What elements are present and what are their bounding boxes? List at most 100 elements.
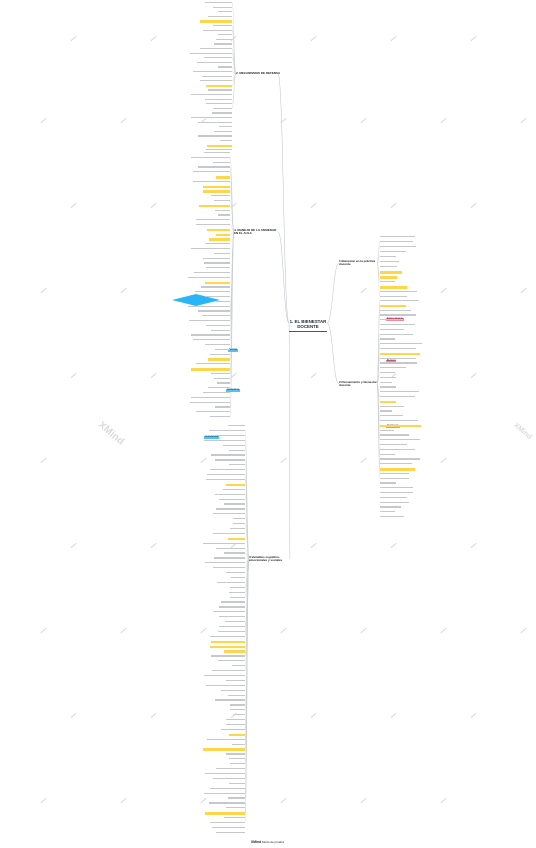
subtopic-placeholder	[204, 262, 230, 264]
branch-variables[interactable]: 3.Variables cognitivo-emocionales y soci…	[249, 555, 283, 563]
subtopic-placeholder	[194, 272, 230, 274]
subtopic-placeholder	[210, 821, 245, 824]
subtopic-placeholder	[380, 396, 415, 398]
subtopic-placeholder	[230, 709, 245, 711]
connector	[326, 262, 340, 324]
subtopic-placeholder	[206, 324, 230, 327]
connector	[244, 558, 250, 637]
subtopic-placeholder	[209, 802, 245, 804]
subtopic-placeholder	[380, 319, 403, 321]
subtopic-placeholder	[211, 372, 230, 375]
subtopic-placeholder	[380, 304, 407, 308]
subtopic-placeholder	[230, 527, 245, 530]
subtopic-placeholder	[222, 488, 245, 490]
subtopic-placeholder	[225, 719, 245, 721]
subtopic-placeholder	[207, 474, 245, 476]
tag-autoestima[interactable]: Autoestima	[226, 388, 240, 392]
subtopic-placeholder	[210, 353, 230, 355]
central-topic[interactable]: 1. EL BIENESTAR DOCENTE	[289, 317, 327, 332]
subtopic-placeholder	[214, 43, 232, 45]
subtopic-placeholder	[380, 236, 415, 238]
subtopic-placeholder	[213, 130, 232, 133]
subtopic-placeholder	[205, 98, 232, 100]
subtopic-placeholder	[380, 463, 413, 465]
subtopic-placeholder	[214, 557, 245, 559]
subtopic-placeholder	[380, 352, 420, 356]
branch-mecanismos[interactable]: 2. MECANISMOS DE DEFENSA	[236, 71, 281, 75]
connector	[244, 558, 250, 823]
subtopic-placeholder	[207, 15, 232, 18]
subtopic-placeholder	[214, 459, 245, 461]
subtopic-placeholder	[228, 733, 245, 737]
subtopic-placeholder	[217, 214, 230, 216]
subtopic-placeholder	[216, 831, 245, 833]
subtopic-placeholder	[380, 362, 418, 364]
subtopic-placeholder	[380, 472, 410, 475]
subtopic-placeholder	[217, 581, 245, 584]
subtopic-placeholder	[189, 401, 230, 403]
subtopic-placeholder	[211, 655, 245, 657]
subtopic-placeholder	[190, 52, 232, 54]
subtopic-placeholder	[189, 320, 230, 322]
subtopic-placeholder	[203, 542, 245, 544]
subtopic-placeholder	[380, 296, 408, 298]
subtopic-placeholder	[190, 368, 230, 371]
subtopic-placeholder	[225, 807, 245, 809]
subtopic-placeholder	[213, 200, 230, 202]
subtopic-placeholder	[380, 400, 396, 404]
connector	[326, 322, 340, 385]
footer-text: Modo de prueba	[262, 840, 284, 844]
subtopic-placeholder	[380, 276, 398, 279]
subtopic-placeholder	[215, 547, 245, 549]
subtopic-placeholder	[380, 251, 407, 253]
subtopic-placeholder	[227, 537, 245, 541]
subtopic-placeholder	[195, 219, 230, 221]
subtopic-placeholder	[200, 80, 232, 82]
subtopic-placeholder	[197, 310, 230, 312]
subtopic-placeholder	[193, 71, 232, 73]
subtopic-placeholder	[218, 630, 245, 633]
subtopic-placeholder	[380, 328, 404, 331]
connector	[376, 372, 381, 385]
subtopic-placeholder	[208, 358, 230, 361]
tag-sentido[interactable]: Sentido	[228, 348, 239, 352]
subtopic-placeholder	[203, 792, 245, 794]
subtopic-placeholder	[219, 126, 232, 128]
subtopic-placeholder	[203, 185, 230, 189]
subtopic-placeholder	[380, 271, 403, 274]
subtopic-placeholder	[211, 195, 230, 197]
subtopic-placeholder	[213, 161, 230, 163]
branch-manejo-ansiedad[interactable]: 4. MANEJO DE LA ANSIEDAD EN EL AULA	[234, 228, 277, 236]
tag-burnout[interactable]: Burnout	[386, 359, 397, 363]
subtopic-placeholder	[219, 606, 245, 608]
subtopic-placeholder	[198, 166, 230, 168]
subtopic-placeholder	[212, 532, 245, 535]
subtopic-placeholder	[219, 498, 245, 500]
subtopic-placeholder	[380, 501, 409, 503]
subtopic-placeholder	[204, 562, 245, 564]
subtopic-placeholder	[380, 415, 403, 417]
subtopic-placeholder	[225, 621, 245, 623]
subtopic-placeholder	[204, 772, 245, 775]
branch-pensamiento[interactable]: 2.Pensamiento y bienestar docente	[339, 380, 377, 388]
tag-autoeficacia[interactable]: Autoeficacia	[204, 435, 220, 439]
subtopic-placeholder	[199, 204, 230, 208]
connector	[277, 231, 290, 324]
subtopic-placeholder	[204, 674, 245, 677]
subtopic-placeholder	[218, 34, 232, 36]
subtopic-placeholder	[204, 243, 230, 245]
connector	[231, 30, 237, 75]
subtopic-placeholder	[213, 513, 245, 515]
subtopic-placeholder	[380, 241, 413, 243]
subtopic-placeholder	[214, 252, 230, 255]
subtopic-placeholder	[191, 396, 230, 399]
subtopic-placeholder	[200, 20, 232, 23]
subtopic-placeholder	[199, 48, 232, 50]
connector	[229, 200, 235, 233]
subtopic-placeholder	[232, 714, 245, 716]
branch-bienestar-practica[interactable]: 1.Bienestar en la práctica docente	[339, 259, 376, 267]
connector	[376, 358, 381, 385]
connector	[231, 57, 237, 75]
subtopic-placeholder	[225, 723, 245, 726]
